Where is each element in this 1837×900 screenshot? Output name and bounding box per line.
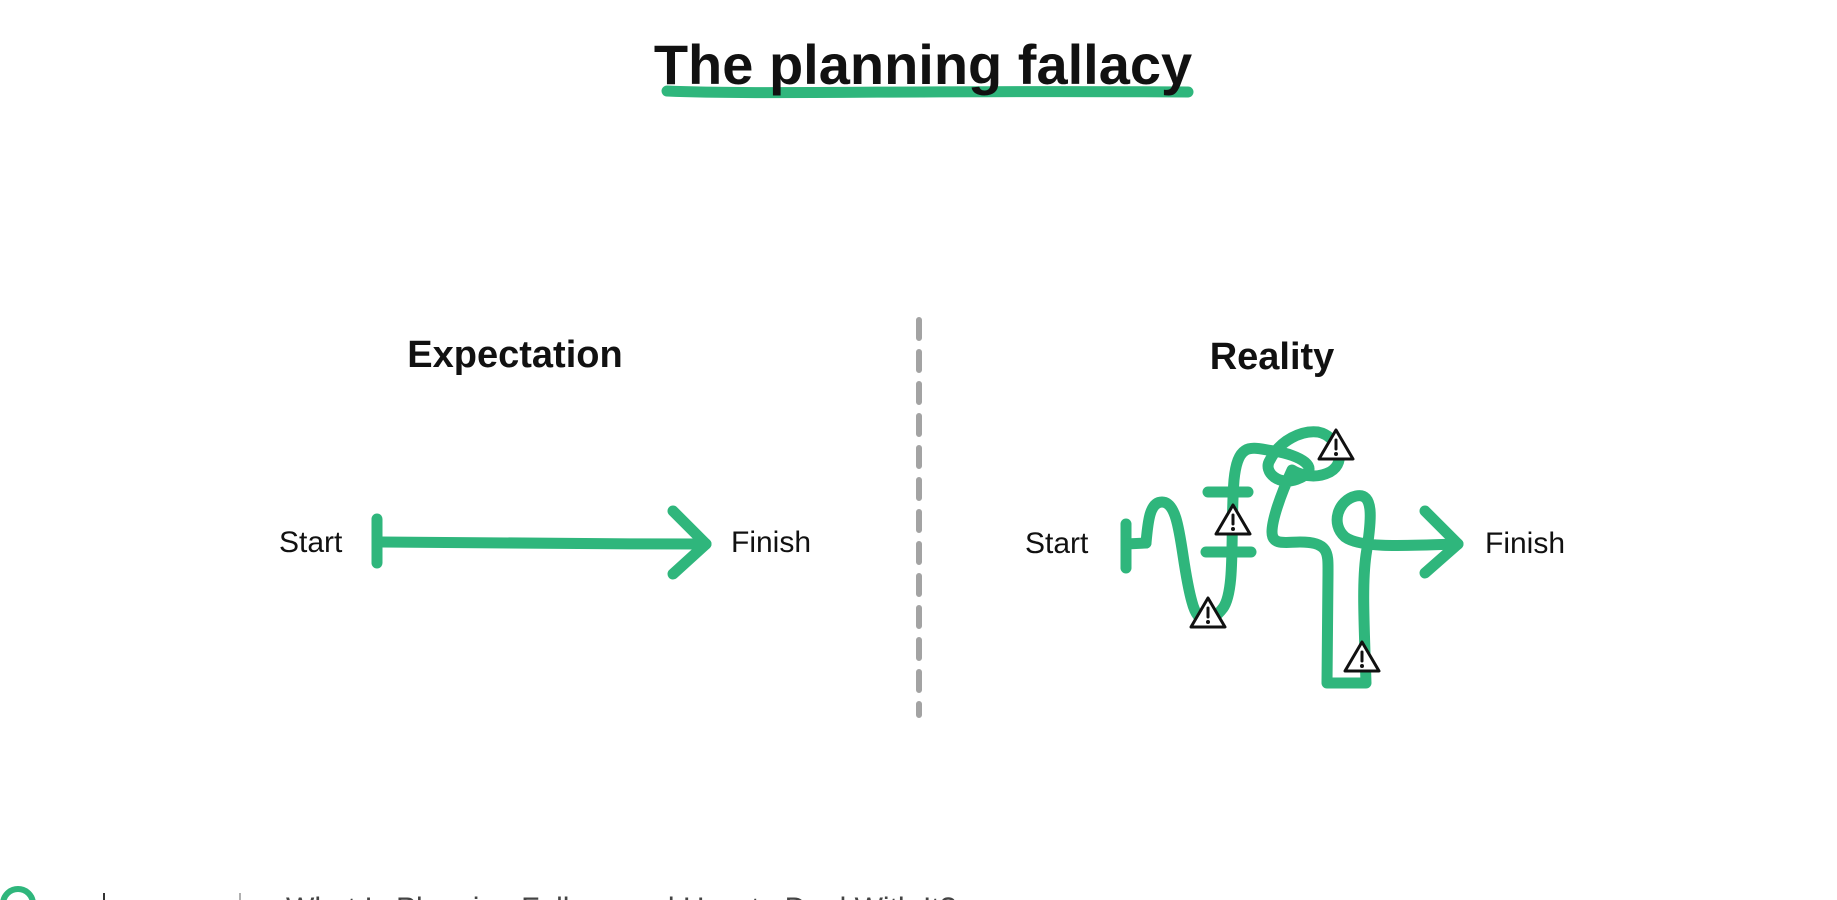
- title-underline: [661, 85, 1194, 99]
- expectation-heading: Expectation: [407, 334, 622, 376]
- footer: What Is Planning Fallacy and How to Deal…: [0, 886, 956, 900]
- title-group: The planning fallacy: [654, 33, 1194, 99]
- reality-finish-label: Finish: [1485, 527, 1565, 560]
- expectation-section: Expectation Start Finish: [279, 334, 811, 580]
- arrow-head: [667, 505, 712, 580]
- straight-path-arrow: [371, 505, 712, 580]
- page-title: The planning fallacy: [654, 33, 1192, 96]
- warning-triangle-icon: [1214, 503, 1252, 536]
- reality-section: Reality Start Finish: [1025, 336, 1565, 689]
- warning-triangle-icon: [1189, 596, 1227, 629]
- warning-triangle-icon: [1343, 640, 1381, 673]
- squiggly-path-line: [1140, 426, 1464, 689]
- reality-heading: Reality: [1210, 336, 1335, 378]
- reality-start-label: Start: [1025, 527, 1089, 560]
- straight-path-line: [375, 536, 712, 550]
- warning-icons: [1189, 428, 1381, 673]
- squiggly-path-arrow: [1120, 426, 1464, 689]
- circle-logo-icon: [0, 886, 36, 900]
- expectation-finish-label: Finish: [731, 526, 811, 559]
- reality-arrow-head: [1419, 505, 1464, 579]
- warning-triangle-icon: [1317, 428, 1355, 461]
- expectation-start-label: Start: [279, 526, 343, 559]
- footer-article-link[interactable]: What Is Planning Fallacy and How to Deal…: [286, 892, 956, 900]
